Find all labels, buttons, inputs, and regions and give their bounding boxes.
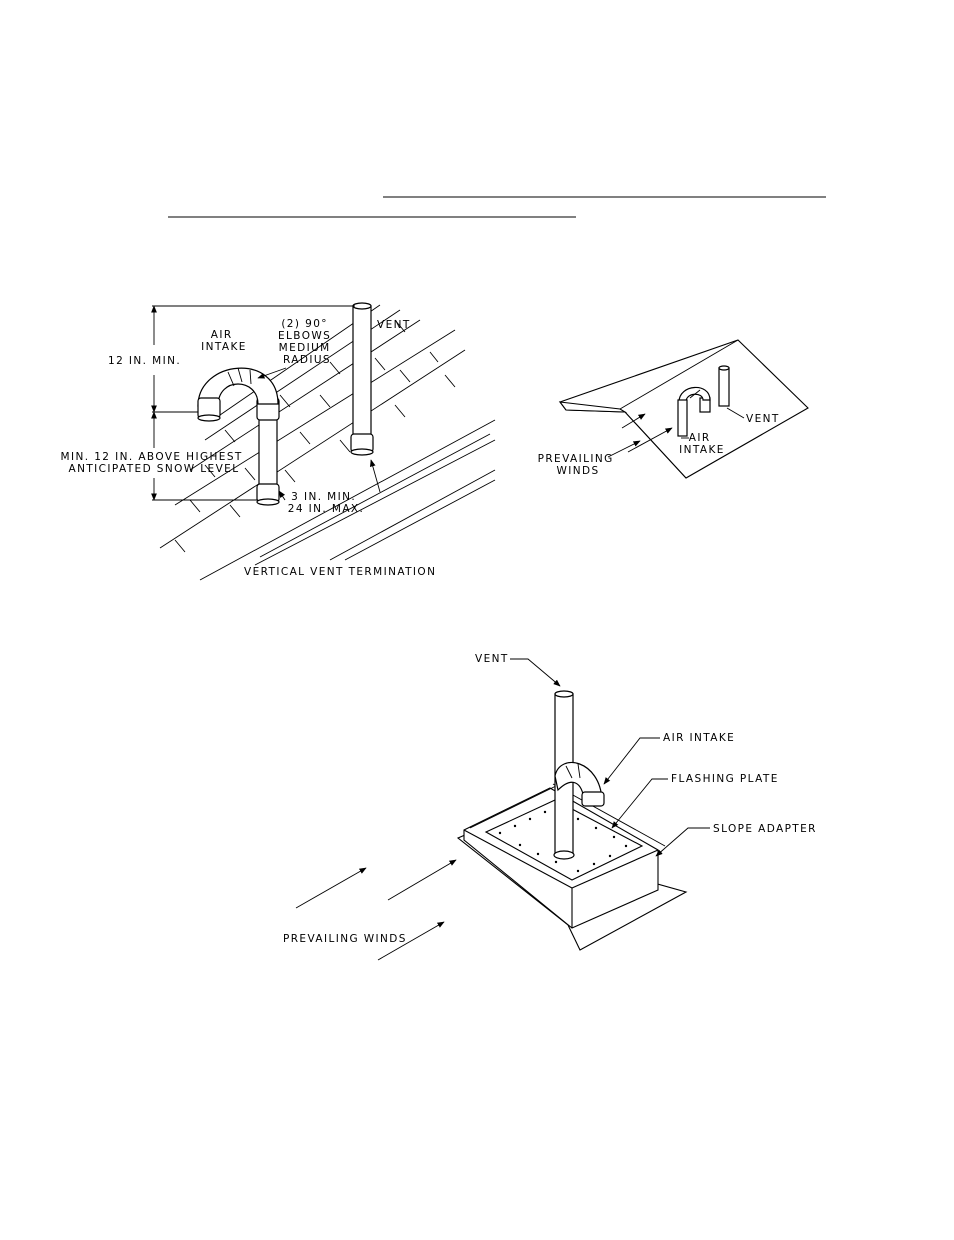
flashing-plate-label: FLASHING PLATE (671, 773, 779, 785)
left-air-intake-label: AIR INTAKE (201, 329, 247, 353)
dim-12-min-label: 12 IN. MIN. (108, 355, 181, 367)
roof-winds-label: PREVAILING WINDS (538, 453, 619, 477)
dim-snow-level-label: MIN. 12 IN. ABOVE HIGHEST ANTICIPATED SN… (61, 451, 248, 475)
dim-spacing-label: 3 IN. MIN. 24 IN. MAX. (288, 491, 365, 515)
slope-adapter-label: SLOPE ADAPTER (713, 823, 817, 835)
roof-air-intake-label: AIR INTAKE (679, 432, 725, 456)
roof-view-figure: VENT AIR INTAKE PREVAILING WINDS (538, 339, 809, 479)
roof-shingles (159, 304, 496, 581)
vent-pipe (352, 305, 372, 447)
left-elbows-label: (2) 90° ELBOWS MEDIUM RADIUS (278, 318, 336, 366)
bottom-air-intake-label: AIR INTAKE (663, 732, 735, 744)
bottom-winds-label: PREVAILING WINDS (283, 933, 407, 945)
vertical-vent-caption: VERTICAL VENT TERMINATION (244, 566, 436, 578)
roof-vent-pipe (718, 367, 730, 407)
roof-air-intake-pipe (677, 399, 688, 437)
left-vent-label: VENT (377, 319, 411, 331)
vertical-vent-termination-figure: AIR INTAKE (2) 90° ELBOWS MEDIUM RADIUS … (61, 302, 496, 581)
roof-intake-elbow (678, 386, 711, 403)
bottom-vent-label: VENT (475, 653, 509, 665)
slope-adapter-figure: VENT AIR INTAKE FLASHING PLATE SLOPE ADA… (283, 653, 817, 961)
roof-vent-label: VENT (746, 413, 780, 425)
